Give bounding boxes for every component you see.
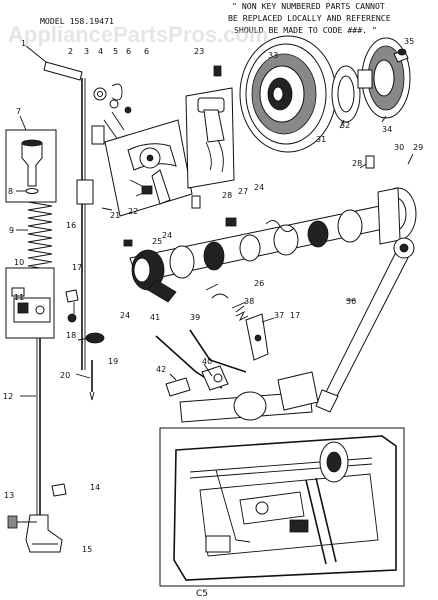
callout-42: 42 [156,365,166,374]
callout-20: 20 [60,371,70,380]
callout-31: 31 [316,135,326,144]
callout-13: 13 [4,491,14,500]
callout-1: 1 [21,39,26,48]
page-code: C5 [196,589,208,599]
callout-25: 25 [152,237,162,246]
note-line-1: " NON KEY NUMBERED PARTS CANNOT [232,1,385,11]
presser-bar-assembly [43,61,132,401]
callout-24a: 24 [254,183,264,192]
callout-21: 21 [110,211,120,220]
note-line-3: SHOULD BE MADE TO CODE ###. " [234,25,377,35]
callout-40: 40 [202,357,212,366]
callout-33: 33 [268,51,278,60]
callout-2: 2 [68,47,73,56]
callout-36: 36 [346,297,356,306]
feed-lever-assembly [155,293,269,397]
callout-22: 22 [128,207,138,216]
callout-39: 39 [190,313,200,322]
callout-11: 11 [14,293,24,302]
callout-7: 7 [16,107,21,116]
callout-23: 23 [194,47,204,56]
link-assembly [185,65,235,189]
callout-17a: 17 [72,263,82,272]
machine-frame-inset [159,427,405,587]
callout-4: 4 [98,47,103,56]
main-shaft-assembly [123,155,417,303]
callout-35: 35 [404,37,414,46]
lower-shaft-assembly [179,371,319,423]
callout-30: 30 [394,143,404,152]
callout-8: 8 [8,187,13,196]
callout-12: 12 [3,392,13,401]
callout-16: 16 [66,221,76,230]
connecting-rod [315,237,415,413]
callout-34: 34 [382,125,392,134]
handwheel-pulley-assembly [239,35,411,153]
needle-bar-assembly [5,129,67,553]
callout-19: 19 [108,357,118,366]
callout-26: 26 [254,279,264,288]
callout-41: 41 [150,313,160,322]
note-line-2: BE REPLACED LOCALLY AND REFERENCE [228,13,391,23]
callout-18: 18 [66,331,76,340]
callout-27: 27 [238,187,248,196]
watermark: AppliancePartsPros.com [8,22,268,47]
callout-6b: 6 [144,47,149,56]
callout-labels: 1 2 3 4 5 6 6 7 8 9 10 11 12 13 14 15 16… [3,37,423,554]
callout-24b: 24 [162,231,172,240]
callout-9: 9 [9,226,14,235]
model-number: MODEL 158.19471 [40,16,114,26]
callout-29: 29 [413,143,423,152]
callout-17b: 17 [290,311,300,320]
callout-leaders [16,45,414,397]
callout-28a: 28 [222,191,232,200]
callout-15: 15 [82,545,92,554]
callout-32: 32 [340,121,350,130]
takeup-lever-assembly [104,119,193,217]
callout-10: 10 [14,258,24,267]
callout-3: 3 [84,47,89,56]
callout-37: 37 [274,311,284,320]
callout-28b: 28 [352,159,362,168]
callout-6a: 6 [126,47,131,56]
callout-5: 5 [113,47,118,56]
callout-24c: 24 [120,311,130,320]
callout-14: 14 [90,483,100,492]
callout-38: 38 [244,297,254,306]
